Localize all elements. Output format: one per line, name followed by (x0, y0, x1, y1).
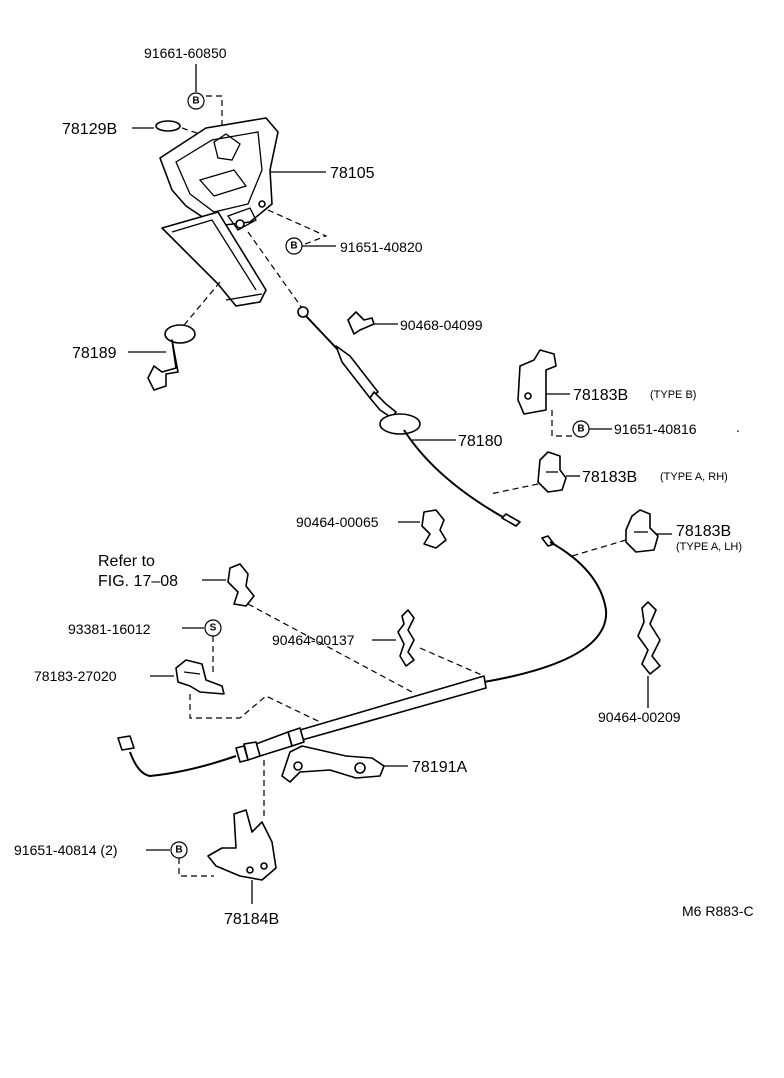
upper-cable-78180 (297, 306, 521, 527)
dash-78183B-type-a-rh (489, 483, 539, 495)
lower-cable (117, 535, 608, 778)
label-78184B: 78184B (224, 911, 279, 928)
dash-78183B-type-a-lh (571, 539, 627, 557)
label-78183B-type-b-note: (TYPE B) (650, 389, 696, 401)
clamp-78183B-type-a-rh (537, 451, 567, 493)
svg-text:B: B (290, 241, 297, 252)
svg-text:B: B (192, 96, 199, 107)
bolt-badge-b-3: B (572, 420, 590, 438)
dash-78189 (179, 281, 221, 331)
o-ring-78129B (155, 120, 181, 132)
bolt-badge-b-2: B (285, 237, 303, 255)
clamp-78183B-type-a-lh (625, 509, 659, 553)
label-91651-40814: 91651-40814 (2) (14, 842, 118, 858)
svg-text:B: B (577, 424, 584, 435)
label-90464-00137: 90464-00137 (272, 632, 355, 648)
label-91651-40816: 91651-40816 (614, 421, 697, 437)
pedal-pad (161, 211, 267, 307)
label-78189: 78189 (72, 345, 117, 362)
dash-90464-00137 (419, 647, 485, 677)
label-78191A: 78191A (412, 759, 467, 776)
label-90464-00065: 90464-00065 (296, 514, 379, 530)
dash-fig-ref (247, 603, 413, 693)
bolt-badge-b-1: B (187, 92, 205, 110)
clip-90468-04099 (347, 311, 375, 335)
lever-78191A (281, 745, 385, 783)
stopper-78189 (147, 324, 196, 391)
svg-text:S: S (210, 623, 217, 634)
label-78183-27020: 78183-27020 (34, 668, 117, 684)
bolt-badge-b-4: B (170, 841, 188, 859)
label-91661-60850: 91661-60850 (144, 45, 227, 61)
label-78129B: 78129B (62, 121, 117, 138)
fig-ref-text: FIG. 17–08 (98, 573, 178, 590)
label-78183B-type-a-rh-note: (TYPE A, RH) (660, 471, 728, 483)
stray-dot: . (736, 419, 740, 435)
dash-91651-40820 (267, 209, 328, 247)
label-78180: 78180 (458, 433, 503, 450)
label-93381-16012: 93381-16012 (68, 621, 151, 637)
svg-text:B: B (175, 845, 182, 856)
dash-78183-27020 (189, 694, 321, 723)
label-91651-40820: 91651-40820 (340, 239, 423, 255)
clip-90464-00137 (397, 609, 415, 667)
dash-91651-40816 (551, 410, 574, 437)
label-78105: 78105 (330, 165, 375, 182)
label-90464-00209: 90464-00209 (598, 709, 681, 725)
clamp-78183-27020 (175, 659, 225, 695)
clip-90464-00209 (637, 601, 661, 675)
dash-91661-60850 (206, 95, 223, 130)
refer-to-text: Refer to (98, 553, 155, 570)
label-78183B-type-a-lh-note: (TYPE A, LH) (676, 541, 742, 553)
bracket-78183B-type-b (517, 349, 557, 415)
drawing-code: M6 R883-C (682, 903, 754, 919)
screw-badge-s: S (204, 619, 222, 637)
pedal-housing-78105 (159, 117, 279, 231)
dash-cable-end (247, 231, 303, 309)
label-90468-04099: 90468-04099 (400, 317, 483, 333)
bracket-78184B (207, 809, 277, 881)
label-78183B-type-b: 78183B (573, 387, 628, 404)
label-78183B-type-a-lh: 78183B (676, 523, 731, 540)
clip-90464-00065 (421, 509, 447, 549)
label-78183B-type-a-rh: 78183B (582, 469, 637, 486)
clamp-fig-17-08 (227, 563, 255, 607)
dash-91651-40814 (178, 858, 214, 877)
